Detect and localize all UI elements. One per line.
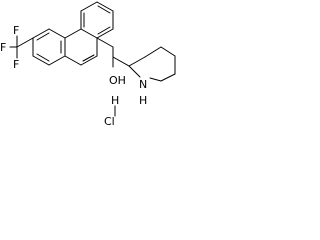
salt-hydrogen-label: H: [111, 94, 119, 107]
ring-left: [32, 28, 66, 66]
ring-top: [80, 1, 114, 39]
fluorine-top-label: F: [13, 24, 19, 37]
hydroxyl-label: OH: [109, 74, 126, 87]
chemical-structure-diagram: F F F OH N H H Cl: [0, 1, 176, 127]
salt-chlorine-label: Cl: [104, 115, 115, 127]
trifluoromethyl-group: [9, 35, 34, 59]
ring-middle: [64, 28, 98, 66]
nitrogen-hydrogen-label: H: [139, 94, 147, 107]
piperidine-ring: [128, 46, 176, 82]
fluorine-left-label: F: [0, 41, 6, 54]
fluorine-bottom-label: F: [13, 58, 19, 71]
side-chain: [96, 37, 130, 68]
nitrogen-label: N: [139, 78, 147, 91]
